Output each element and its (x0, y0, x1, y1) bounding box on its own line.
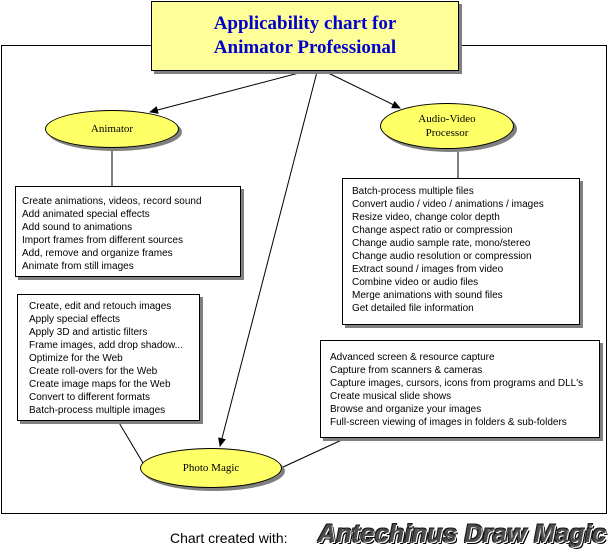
list-item: Change audio resolution or compression (352, 251, 532, 262)
list-item: Advanced screen & resource capture (330, 352, 495, 363)
node-photo-magic: Photo Magic (140, 448, 282, 488)
list-item: Create, edit and retouch images (29, 301, 172, 312)
arrow-to-photo-magic (218, 67, 319, 447)
node-audio-video-line-1: Audio-Video (418, 113, 476, 125)
list-item: Animate from still images (22, 261, 134, 272)
list-item: Add, remove and organize frames (22, 248, 173, 259)
footer-label: Chart created with: (170, 530, 288, 546)
list-item: Resize video, change color depth (352, 212, 500, 223)
list-item: Combine video or audio files (352, 277, 479, 288)
list-item: Apply 3D and artistic filters (29, 327, 148, 338)
list-item: Create animations, videos, record sound (22, 196, 202, 207)
arrow-to-animator (149, 67, 319, 114)
node-photo-magic-label: Photo Magic (182, 462, 240, 474)
list-item: Capture from scanners & cameras (330, 365, 483, 376)
list-item: Import frames from different sources (22, 235, 183, 246)
node-audio-video-processor: Audio-Video Processor (380, 103, 514, 149)
audio-video-features-box: Batch-process multiple files Convert aud… (342, 178, 580, 325)
list-item: Merge animations with sound files (352, 290, 503, 301)
list-item: Change aspect ratio or compression (352, 225, 513, 236)
chart-title-line-2: Animator Professional (213, 37, 397, 58)
list-item: Convert to different formats (29, 392, 150, 403)
arrow-to-audio-video (317, 67, 401, 109)
list-item: Add sound to animations (22, 222, 133, 233)
list-item: Create roll-overs for the Web (29, 366, 158, 377)
capture-features-box: Advanced screen & resource capture Captu… (320, 340, 600, 438)
list-item: Change audio sample rate, mono/stereo (352, 238, 531, 249)
list-item: Capture images, cursors, icons from prog… (330, 378, 584, 389)
list-item: Batch-process multiple images (29, 405, 166, 416)
list-item: Browse and organize your images (330, 404, 482, 415)
list-item: Create musical slide shows (330, 391, 452, 402)
node-audio-video-line-2: Processor (425, 127, 469, 139)
node-animator-label: Animator (90, 123, 134, 135)
list-item: Create image maps for the Web (29, 379, 171, 390)
list-item: Convert audio / video / animations / ima… (352, 199, 544, 210)
list-item: Optimize for the Web (29, 353, 123, 364)
chart-title-box: Applicability chart for Animator Profess… (151, 1, 459, 71)
chart-title-line-1: Applicability chart for (213, 13, 397, 34)
list-item: Full-screen viewing of images in folders… (330, 417, 567, 428)
animator-features-box: Create animations, videos, record sound … (15, 186, 241, 277)
line-photo-magic-to-list (117, 420, 144, 464)
list-item: Apply special effects (29, 314, 120, 325)
list-item: Add animated special effects (22, 209, 150, 220)
node-animator: Animator (45, 110, 179, 148)
footer-brand-logo: Antechinus Draw Magic (318, 520, 607, 548)
list-item: Get detailed file information (352, 303, 474, 314)
list-item: Frame images, add drop shadow... (29, 340, 183, 351)
list-item: Batch-process multiple files (352, 186, 474, 197)
photo-magic-features-box: Create, edit and retouch images Apply sp… (17, 294, 200, 421)
line-photo-magic-to-capture (280, 437, 347, 469)
list-item: Extract sound / images from video (352, 264, 504, 275)
